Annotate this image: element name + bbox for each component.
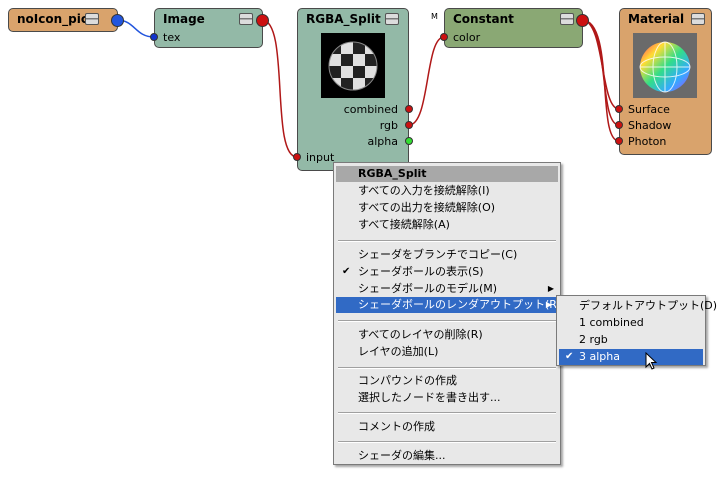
port-label-combined: combined [343,103,398,116]
menu-item-label: シェーダボールのモデル(M) [358,282,498,295]
menu-item-disconnect-inputs[interactable]: すべての入力を接続解除(I) [358,184,490,197]
node-collapse-icon[interactable] [85,13,99,25]
check-icon: ✔ [565,351,574,362]
submenu-item-label: 3 alpha [579,350,620,363]
submenu-item-alpha[interactable]: ✔ 3 alpha [559,349,703,365]
menu-separator [338,320,556,322]
node-title: Image [163,12,205,26]
submenu-item-rgb[interactable]: 2 rgb [579,333,608,346]
node-noicon-pic[interactable]: noIcon_pic [8,8,118,32]
input-port-tex[interactable] [150,33,158,41]
menu-item-shaderball-render-output[interactable]: シェーダボールのレンダアウトプット(R) ▶ [336,297,562,313]
context-menu: RGBA_Split すべての入力を接続解除(I) すべての出力を接続解除(O)… [333,162,561,465]
wire-constant-to-shadow [581,19,620,126]
menu-item-delete-layers[interactable]: すべてのレイヤの削除(R) [358,328,483,341]
check-icon: ✔ [342,266,351,277]
material-preview [633,33,697,98]
checker-ball-icon [328,41,378,91]
render-output-submenu: デフォルトアウトプット(D) 1 combined 2 rgb ✔ 3 alph… [556,295,718,366]
menu-item-add-layer[interactable]: レイヤの追加(L) [358,345,439,358]
menu-separator [338,240,556,242]
node-title: Constant [453,12,514,26]
menu-item-label: シェーダボールの表示(S) [358,265,484,278]
port-label-tex: tex [163,31,181,44]
node-collapse-icon[interactable] [239,13,253,25]
input-port-shadow[interactable] [615,121,623,129]
output-port[interactable] [576,14,589,27]
menu-item-show-shaderball[interactable]: ✔ シェーダボールの表示(S) [334,264,560,280]
menu-item-copy-branch[interactable]: シェーダをブランチでコピー(C) [358,248,518,261]
constant-badge: M [431,12,438,21]
node-collapse-icon[interactable] [385,13,399,25]
input-port-input[interactable] [293,153,301,161]
output-port[interactable] [256,14,269,27]
wire-constant-to-photon [581,19,620,142]
node-title: Material [628,12,685,26]
node-image[interactable]: Image tex [154,8,263,48]
menu-separator [338,367,556,369]
node-title: noIcon_pic [17,12,88,26]
port-label-color: color [453,31,481,44]
submenu-item-default-output[interactable]: デフォルトアウトプット(D) [579,299,718,312]
node-collapse-icon[interactable] [560,13,574,25]
input-port-surface[interactable] [615,105,623,113]
output-port[interactable] [111,14,124,27]
port-label-rgb: rgb [379,119,398,132]
node-rgba-split[interactable]: RGBA_Split combined rgb alpha input [297,8,409,171]
port-label-surface: Surface [628,103,670,116]
output-port-combined[interactable] [405,105,413,113]
rainbow-ball-icon [633,33,697,98]
input-port-color[interactable] [440,33,448,41]
menu-item-export-nodes[interactable]: 選択したノードを書き出す... [358,391,501,404]
menu-item-disconnect-outputs[interactable]: すべての出力を接続解除(O) [358,201,496,214]
submenu-item-combined[interactable]: 1 combined [579,316,644,329]
port-label-alpha: alpha [367,135,399,148]
input-port-photon[interactable] [615,137,623,145]
submenu-arrow-icon: ▶ [547,284,554,293]
menu-separator [338,441,556,443]
submenu-arrow-icon: ▶ [545,300,552,309]
wire-constant-to-surface [581,19,620,110]
menu-header: RGBA_Split [336,166,558,182]
menu-item-label: シェーダボールのレンダアウトプット(R) [358,298,562,311]
menu-item-create-comment[interactable]: コメントの作成 [358,420,435,433]
menu-item-disconnect-all[interactable]: すべて接続解除(A) [358,218,450,231]
output-port-alpha[interactable] [405,137,413,145]
wire-rgb-to-constant [408,36,445,126]
port-label-shadow: Shadow [628,119,672,132]
menu-item-shaderball-model[interactable]: シェーダボールのモデル(M) ▶ [334,281,560,297]
node-material[interactable]: Material Surface Shadow [619,8,712,155]
menu-item-edit-shader[interactable]: シェーダの編集... [358,449,446,462]
port-label-photon: Photon [628,135,667,148]
menu-separator [338,412,556,414]
menu-item-create-compound[interactable]: コンパウンドの作成 [358,374,457,387]
mouse-cursor-icon [645,352,658,370]
node-collapse-icon[interactable] [691,13,705,25]
wire-image-to-split [261,19,298,158]
node-title: RGBA_Split [306,12,381,26]
node-constant[interactable]: Constant color [444,8,583,48]
output-port-rgb[interactable] [405,121,413,129]
port-label-input: input [306,151,335,164]
shader-ball-preview [321,33,385,98]
